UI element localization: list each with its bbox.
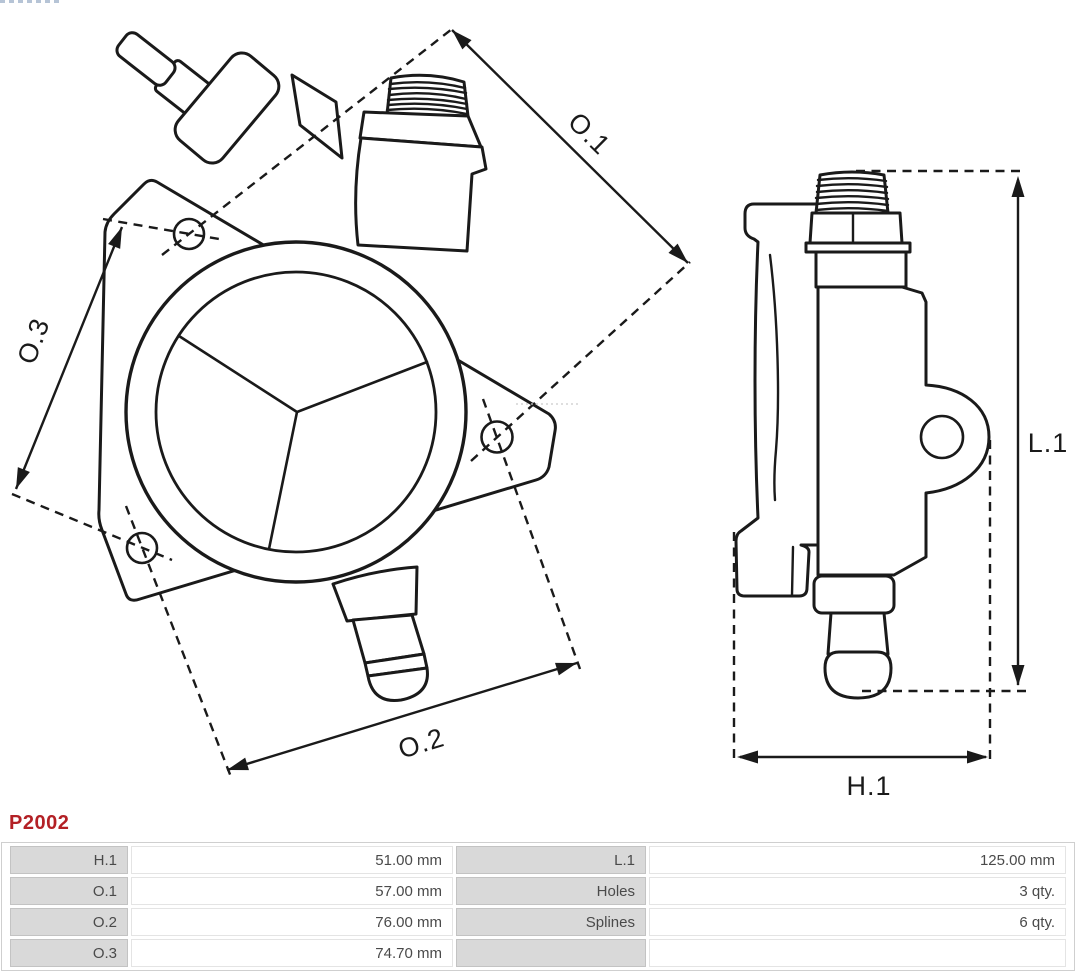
spec-value: 57.00 mm [131, 877, 453, 905]
arrowhead [108, 227, 122, 249]
spec-label: O.2 [10, 908, 128, 936]
outlet-pipe [331, 565, 429, 702]
side-nipple-dome [823, 650, 893, 700]
spec-value: 6 qty. [649, 908, 1066, 936]
technical-drawing: O.1 O.3 O.2 [11, 28, 1069, 801]
dimension-h1: H.1 [737, 750, 988, 801]
spec-label: Holes [456, 877, 646, 905]
side-flange-inner-line [768, 253, 780, 502]
table-row: O.1 57.00 mm Holes 3 qty. [10, 877, 1066, 905]
dimension-o2: O.2 [226, 661, 578, 772]
arrowhead [227, 757, 249, 771]
spec-value: 76.00 mm [131, 908, 453, 936]
table-row: O.3 74.70 mm [10, 939, 1066, 967]
fitting-neck [354, 136, 488, 253]
side-nipple-cylinder [826, 611, 890, 656]
table-row: O.2 76.00 mm Splines 6 qty. [10, 908, 1066, 936]
spec-label: L.1 [456, 846, 646, 874]
side-lobe-hole [919, 414, 965, 460]
shaft-boss [173, 51, 281, 165]
rotor-divider-lines [177, 334, 429, 551]
arrowhead [737, 750, 758, 764]
arrowhead [668, 243, 688, 263]
arrowhead [1011, 665, 1025, 686]
boss-neck-connector [290, 73, 344, 160]
spec-value: 125.00 mm [649, 846, 1066, 874]
side-extension-lines [732, 169, 1026, 764]
dim-label-o3: O.3 [11, 314, 55, 368]
spec-table: H.1 51.00 mm L.1 125.00 mm O.1 57.00 mm … [7, 843, 1069, 970]
arrowhead [452, 30, 472, 50]
side-nut [808, 211, 904, 245]
dimension-o1: O.1 [451, 29, 689, 264]
dim-label-h1: H.1 [846, 771, 891, 801]
spec-value: 3 qty. [649, 877, 1066, 905]
front-view: O.1 O.3 O.2 [11, 28, 691, 778]
dimension-l1: L.1 [1011, 176, 1069, 686]
dim-label-o1: O.1 [562, 107, 616, 161]
spec-value: 74.70 mm [131, 939, 453, 967]
spec-label [456, 939, 646, 967]
spline-shaft-tip [115, 31, 177, 87]
threaded-fitting [354, 73, 488, 253]
side-thread-ridges [814, 177, 890, 213]
dim-label-o2: O.2 [395, 722, 448, 764]
spec-label: Splines [456, 908, 646, 936]
thread-ridges [385, 81, 469, 116]
part-number: P2002 [9, 812, 70, 834]
arrowhead [555, 662, 577, 676]
side-foot-inner-line [790, 545, 795, 597]
arrowhead [1011, 176, 1025, 197]
front-extension-lines [11, 28, 691, 778]
spec-label: O.3 [10, 939, 128, 967]
dim-label-l1: L.1 [1028, 428, 1069, 458]
side-neck-block [812, 574, 896, 615]
table-row: H.1 51.00 mm L.1 125.00 mm [10, 846, 1066, 874]
arrowhead [16, 467, 30, 489]
pipe-upper [331, 565, 419, 623]
pump-body-inner-circle [154, 270, 438, 554]
side-view: L.1 H.1 [732, 169, 1069, 801]
arrowhead [967, 750, 988, 764]
spec-value: 51.00 mm [131, 846, 453, 874]
side-body [816, 285, 991, 577]
spec-value [649, 939, 1066, 967]
spec-label: H.1 [10, 846, 128, 874]
top-left-artifact [0, 0, 62, 3]
side-flange-bracket [734, 202, 830, 598]
spec-label: O.1 [10, 877, 128, 905]
spec-table-container: H.1 51.00 mm L.1 125.00 mm O.1 57.00 mm … [1, 842, 1075, 971]
pipe-tip [366, 666, 429, 702]
side-spacer [814, 250, 908, 289]
